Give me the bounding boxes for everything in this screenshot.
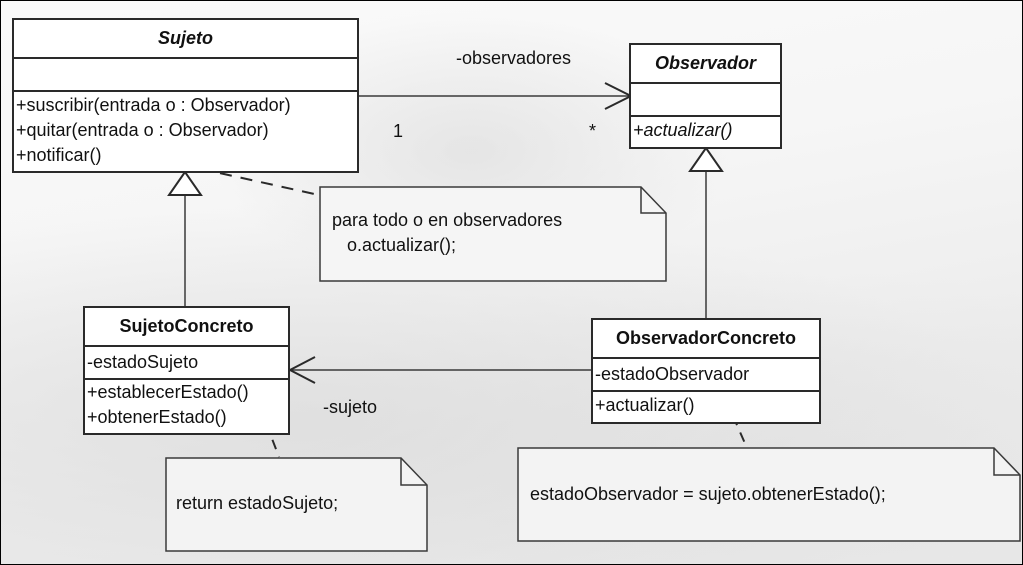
note-shape	[517, 447, 1021, 542]
operations-section: +actualizar()	[593, 392, 819, 419]
operation: +suscribir(entrada o : Observador)	[16, 95, 291, 115]
multiplicity-source: 1	[393, 121, 404, 141]
class-name: Sujeto	[14, 20, 357, 59]
note-line: return estadoSujeto;	[176, 493, 339, 513]
attributes-section: -estadoSujeto	[85, 347, 288, 380]
class-sujeto[interactable]: Sujeto +suscribir(entrada o : Observador…	[12, 18, 359, 173]
inheritance-triangle-icon	[167, 170, 203, 196]
open-arrowhead-icon	[287, 356, 316, 384]
attribute: -estadoSujeto	[87, 352, 199, 372]
operation: +notificar()	[16, 145, 102, 165]
note-line: estadoObservador = sujeto.obtenerEstado(…	[530, 484, 886, 504]
class-name: ObservadorConcreto	[593, 320, 819, 359]
class-name: SujetoConcreto	[85, 308, 288, 347]
class-observador[interactable]: Observador +actualizar()	[629, 43, 782, 149]
note-shape	[165, 457, 428, 552]
class-observador-concreto[interactable]: ObservadorConcreto -estadoObservador +ac…	[591, 318, 821, 424]
attributes-section	[14, 59, 357, 92]
note-line: o.actualizar();	[332, 235, 457, 255]
attributes-section: -estadoObservador	[593, 359, 819, 392]
operations-section: +actualizar()	[631, 117, 780, 144]
operations-section: +suscribir(entrada o : Observador) +quit…	[14, 92, 357, 168]
operations-section: +establecerEstado() +obtenerEstado()	[85, 380, 288, 430]
role-label-observadores: -observadores	[456, 48, 572, 68]
class-name: Observador	[631, 45, 780, 84]
note-line: para todo o en observadores	[332, 210, 563, 230]
attribute: -estadoObservador	[595, 364, 750, 384]
attributes-section	[631, 84, 780, 117]
note-notificar[interactable]: para todo o en observadores o.actualizar…	[319, 186, 668, 282]
note-obtener-estado[interactable]: return estadoSujeto;	[165, 457, 429, 553]
operation: +obtenerEstado()	[87, 407, 227, 427]
operation: +establecerEstado()	[87, 382, 249, 402]
inheritance-triangle-icon	[688, 146, 724, 172]
operation: +actualizar()	[595, 395, 695, 415]
note-actualizar[interactable]: estadoObservador = sujeto.obtenerEstado(…	[517, 447, 1023, 543]
operation: +actualizar()	[633, 120, 733, 140]
class-sujeto-concreto[interactable]: SujetoConcreto -estadoSujeto +establecer…	[83, 306, 290, 435]
operation: +quitar(entrada o : Observador)	[16, 120, 269, 140]
note-shape	[319, 186, 667, 282]
role-label-sujeto: -sujeto	[323, 397, 378, 417]
multiplicity-target: *	[589, 121, 597, 141]
